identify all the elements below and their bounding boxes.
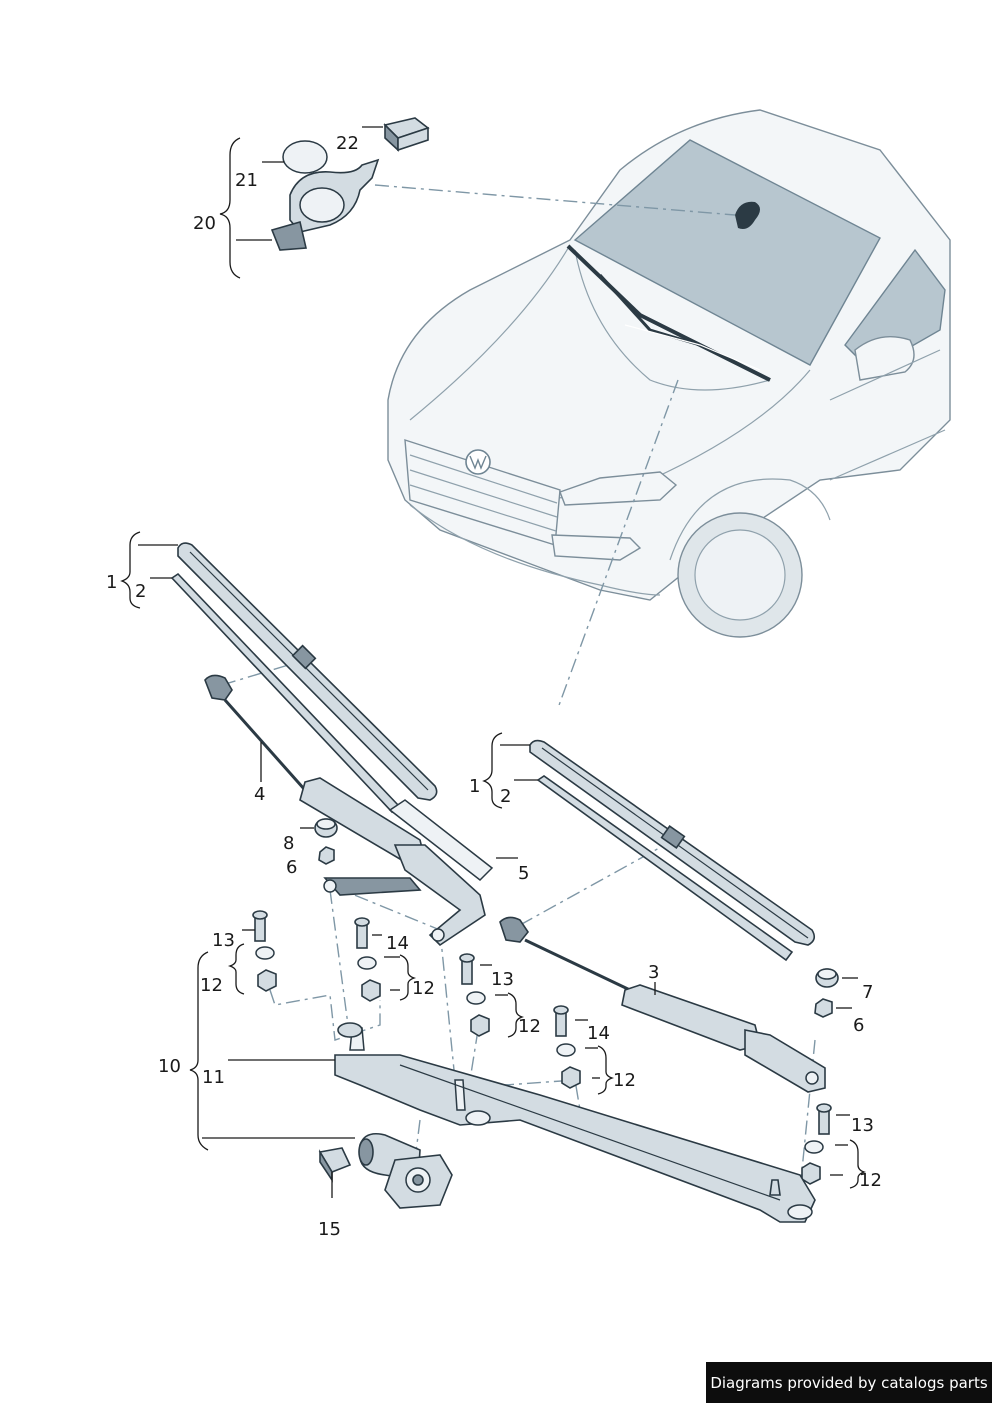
callout-12-d: 12 (613, 1070, 636, 1091)
part-cap-7 (815, 968, 839, 988)
part-cap-8 (314, 818, 338, 838)
part-gel-pad-21 (282, 140, 328, 174)
part-wiper-blade-left-1 (177, 542, 438, 801)
vehicle-illustration (387, 109, 951, 638)
part-wiper-blade-right-1 (529, 739, 816, 946)
brand-logo (465, 449, 491, 475)
callout-5: 5 (518, 863, 529, 884)
part-wiper-rubber-left-2 (170, 572, 400, 814)
part-wiper-motor (358, 1132, 453, 1209)
callout-8: 8 (283, 833, 294, 854)
callout-6-left: 6 (286, 857, 297, 878)
callout-3: 3 (648, 962, 659, 983)
callout-4: 4 (254, 784, 265, 805)
callout-1-left: 1 (106, 572, 117, 593)
callout-11: 11 (202, 1067, 225, 1088)
callout-2-right: 2 (500, 786, 511, 807)
callout-14-a: 14 (386, 933, 409, 954)
part-wiper-arm-left-4 (204, 674, 486, 947)
part-nut-6-left (318, 846, 335, 865)
callout-14-b: 14 (587, 1023, 610, 1044)
callout-13-c: 13 (851, 1115, 874, 1136)
callout-1-right: 1 (469, 776, 480, 797)
part-wiper-arm-right-3 (499, 916, 826, 1093)
part-hardware-set-mid-left (354, 917, 381, 1002)
part-hardware-set-right (801, 1103, 832, 1185)
part-wiper-linkage-11 (334, 1022, 816, 1223)
callout-2-left: 2 (135, 581, 146, 602)
callout-leaders (120, 126, 867, 1198)
part-hardware-set-mid (459, 953, 490, 1037)
callout-15: 15 (318, 1219, 341, 1240)
part-connector-15 (318, 1147, 352, 1183)
callout-7: 7 (862, 982, 873, 1003)
part-rain-sensor-20 (270, 158, 380, 251)
callout-21: 21 (235, 170, 258, 191)
credit-text: Diagrams provided by catalogs parts (710, 1373, 988, 1392)
windshield (573, 139, 881, 366)
callout-12-c: 12 (518, 1016, 541, 1037)
part-connector-22 (383, 117, 430, 152)
callout-13-b: 13 (491, 969, 514, 990)
callout-12-e: 12 (859, 1170, 882, 1191)
part-hardware-set-left (252, 910, 277, 992)
callout-labels: 22 21 20 1 2 4 8 6 5 1 2 3 7 6 13 12 14 … (106, 133, 882, 1240)
callout-6-right: 6 (853, 1015, 864, 1036)
part-spoiler-5 (388, 799, 494, 881)
part-hardware-set-mid-right (553, 1005, 581, 1089)
credit-banner: Diagrams provided by catalogs parts (706, 1362, 992, 1403)
callout-12-b: 12 (412, 978, 435, 999)
callout-20: 20 (193, 213, 216, 234)
callout-22: 22 (336, 133, 359, 154)
part-nut-6-right (814, 998, 833, 1018)
callout-13-a: 13 (212, 930, 235, 951)
callout-10: 10 (158, 1056, 181, 1077)
part-wiper-rubber-right-2 (536, 775, 794, 962)
callout-12-a: 12 (200, 975, 223, 996)
